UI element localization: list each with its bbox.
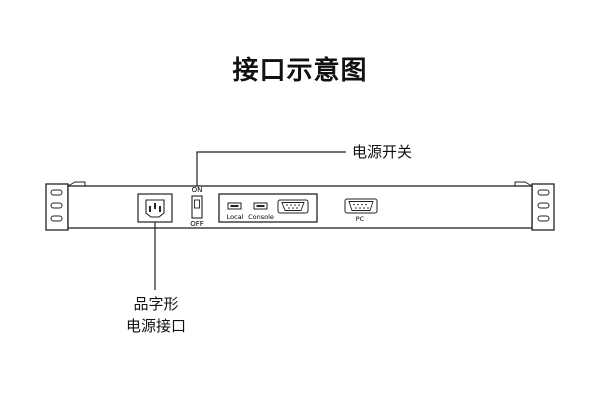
port-group: Local Console bbox=[218, 193, 318, 223]
diagram-title: 接口示意图 bbox=[232, 56, 368, 86]
db9-port-icon bbox=[277, 199, 309, 214]
pc-vga-port-icon: PC bbox=[344, 198, 378, 223]
power-inlet-callout: 品字形 电源接口 bbox=[118, 293, 194, 337]
usb-console-label: Console bbox=[248, 213, 274, 221]
pc-port-label: PC bbox=[356, 215, 365, 223]
right-rack-ear bbox=[531, 183, 555, 231]
power-switch-leader-line bbox=[196, 151, 346, 186]
switch-on-label: ON bbox=[192, 186, 203, 194]
power-inlet-callout-line1: 品字形 bbox=[133, 295, 179, 313]
switch-off-label: OFF bbox=[190, 220, 204, 228]
usb-local-label: Local bbox=[227, 213, 244, 221]
power-switch-callout: 电源开关 bbox=[352, 143, 413, 161]
power-inlet-callout-line2: 电源接口 bbox=[125, 317, 186, 335]
power-inlet-icon bbox=[137, 193, 173, 223]
power-switch-icon: ON OFF bbox=[190, 186, 204, 228]
left-rack-ear bbox=[45, 183, 69, 231]
